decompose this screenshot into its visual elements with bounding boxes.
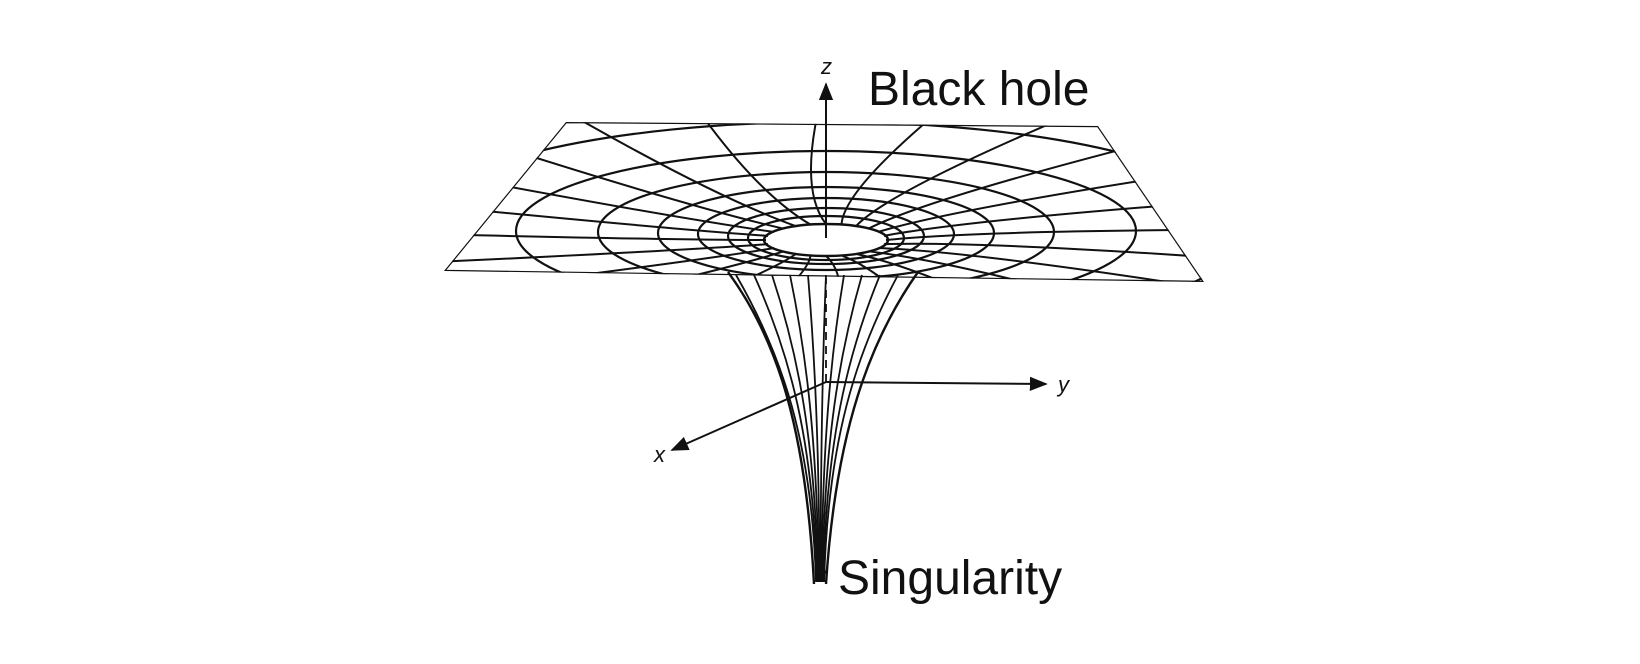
grid-radial-6 [841,254,972,282]
grid-radial-8 [680,255,812,282]
funnel-line-10 [823,274,899,583]
funnel-line-8 [821,274,863,583]
grid-radial-14 [444,190,769,237]
funnel-line-6 [819,274,827,583]
funnel-line-4 [789,274,820,583]
grid-radial-11 [444,247,775,282]
z-axis-label: z [821,54,832,79]
funnel-line-2 [753,274,818,583]
funnel-line-5 [807,274,821,583]
coordinate-axes [670,82,1048,451]
x-axis [670,381,827,451]
y-axis [825,376,1048,392]
y-axis-label: y [1058,372,1069,397]
grid-radial-17 [545,122,797,228]
funnel-line-9 [822,274,881,583]
grid-radial-10 [444,250,784,282]
grid-radial-5 [855,252,1107,282]
grid-radial-1 [885,228,1204,241]
singularity-label: Singularity [838,552,1063,605]
funnel-line-3 [771,274,819,583]
grid-radial-7 [825,255,842,282]
grid-radial-19 [810,122,827,225]
grid-radial-21 [855,122,1107,227]
grid-radial-15 [444,154,775,233]
grid-radial-12 [444,243,769,270]
black-hole-label: Black hole [868,63,1090,116]
funnel-edge-left [727,271,816,585]
funnel-edge-right [824,271,919,585]
grid-radial-24 [883,190,1204,237]
grid-radial-20 [840,122,972,225]
grid-radial-2 [883,242,1204,270]
grid-radial-3 [877,247,1204,282]
x-axis-label: x [654,442,665,467]
funnel-line-1 [735,274,817,583]
grid-radial-18 [680,122,811,226]
grid-radial-13 [444,229,767,241]
funnel-line-7 [820,274,845,583]
grid-radial-9 [545,253,797,282]
grid-radial-4 [868,250,1204,282]
grid-radial-23 [877,154,1204,233]
gravity-well-funnel [727,271,919,585]
